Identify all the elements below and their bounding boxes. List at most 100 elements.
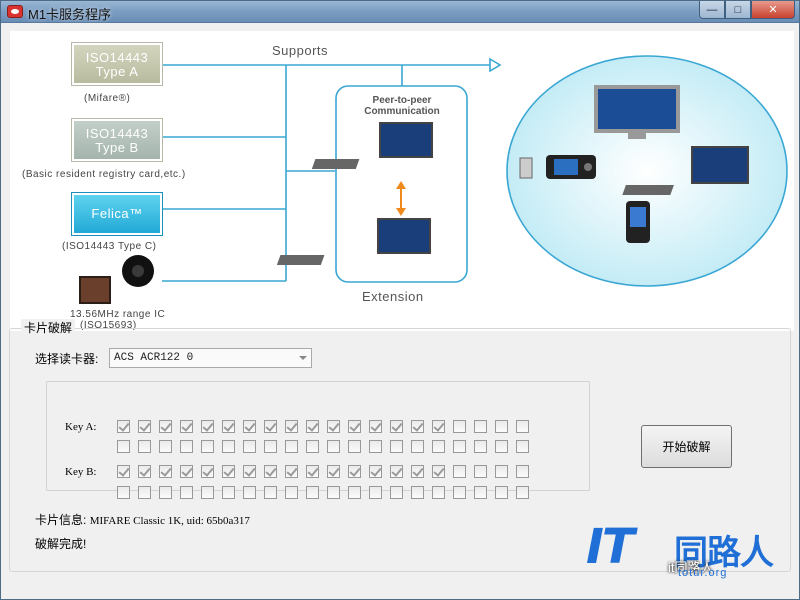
sector-checkbox[interactable] (222, 420, 235, 433)
key-a-row-1 (117, 420, 537, 433)
sector-checkbox[interactable] (369, 465, 382, 478)
sector-checkbox[interactable] (243, 420, 256, 433)
sector-checkbox[interactable] (453, 486, 466, 499)
sector-checkbox[interactable] (201, 486, 214, 499)
sector-checkbox[interactable] (117, 486, 130, 499)
sector-checkbox[interactable] (474, 440, 487, 453)
card-crack-group-title: 卡片破解 (21, 319, 76, 336)
sector-checkbox[interactable] (138, 440, 151, 453)
sector-checkbox[interactable] (432, 440, 445, 453)
sector-checkbox[interactable] (411, 486, 424, 499)
sector-checkbox[interactable] (453, 440, 466, 453)
chip-label-line2: Type B (95, 140, 139, 155)
sector-checkbox[interactable] (453, 420, 466, 433)
sector-checkbox[interactable] (180, 465, 193, 478)
sector-checkbox[interactable] (180, 486, 193, 499)
sector-checkbox[interactable] (516, 465, 529, 478)
reader-select-dropdown[interactable]: ACS ACR122 0 (109, 348, 312, 368)
sector-checkbox[interactable] (285, 486, 298, 499)
minimize-button[interactable]: — (699, 1, 725, 19)
sector-checkbox[interactable] (516, 486, 529, 499)
sector-checkbox[interactable] (327, 486, 340, 499)
start-crack-button[interactable]: 开始破解 (641, 425, 732, 468)
sector-checkbox[interactable] (159, 465, 172, 478)
sector-checkbox[interactable] (138, 420, 151, 433)
sector-checkbox[interactable] (453, 465, 466, 478)
sector-checkbox[interactable] (348, 420, 361, 433)
sector-checkbox[interactable] (369, 486, 382, 499)
sector-checkbox[interactable] (306, 465, 319, 478)
sector-checkbox[interactable] (243, 440, 256, 453)
sector-checkbox[interactable] (201, 440, 214, 453)
sector-checkbox[interactable] (306, 486, 319, 499)
sector-checkbox[interactable] (495, 465, 508, 478)
sector-checkbox[interactable] (243, 465, 256, 478)
sector-checkbox[interactable] (411, 440, 424, 453)
sector-checkbox[interactable] (285, 420, 298, 433)
sector-checkbox[interactable] (201, 420, 214, 433)
sector-checkbox[interactable] (117, 420, 130, 433)
sector-checkbox[interactable] (516, 440, 529, 453)
sector-checkbox[interactable] (348, 465, 361, 478)
sector-checkbox[interactable] (222, 465, 235, 478)
chip-iso14443-type-a: ISO14443 Type A (71, 42, 163, 86)
title-bar[interactable]: M1卡服务程序 — □ ✕ (1, 1, 799, 23)
sector-checkbox[interactable] (117, 440, 130, 453)
sector-checkbox[interactable] (390, 420, 403, 433)
sector-checkbox[interactable] (348, 440, 361, 453)
sector-checkbox[interactable] (516, 420, 529, 433)
sector-checkbox[interactable] (327, 440, 340, 453)
sector-checkbox[interactable] (222, 440, 235, 453)
sector-checkbox[interactable] (138, 465, 151, 478)
chip-label-line1: ISO14443 (85, 50, 149, 65)
sector-checkbox[interactable] (285, 465, 298, 478)
sector-checkbox[interactable] (495, 486, 508, 499)
sector-checkbox[interactable] (243, 486, 256, 499)
sector-checkbox[interactable] (306, 440, 319, 453)
sector-checkbox[interactable] (306, 420, 319, 433)
sector-checkbox[interactable] (411, 465, 424, 478)
reader-selected-value: ACS ACR122 0 (114, 352, 194, 364)
watermark-logo: IT 同路人 it同路人 totur.org (586, 519, 800, 600)
sector-checkbox[interactable] (474, 486, 487, 499)
sector-checkbox[interactable] (432, 486, 445, 499)
sector-checkbox[interactable] (432, 420, 445, 433)
sector-checkbox[interactable] (495, 420, 508, 433)
sector-checkbox[interactable] (180, 420, 193, 433)
sector-checkbox[interactable] (327, 420, 340, 433)
sector-checkbox[interactable] (264, 440, 277, 453)
sector-checkbox[interactable] (411, 420, 424, 433)
watermark-it: IT (586, 519, 635, 575)
chip-label-line1: Felica™ (91, 206, 143, 221)
sector-checkbox[interactable] (348, 486, 361, 499)
sector-checkbox[interactable] (138, 486, 151, 499)
chip-caption-basic-resident: (Basic resident registry card,etc.) (22, 169, 186, 180)
sector-checkbox[interactable] (117, 465, 130, 478)
sector-checkbox[interactable] (495, 440, 508, 453)
maximize-button[interactable]: □ (725, 1, 751, 19)
sector-checkbox[interactable] (285, 440, 298, 453)
sector-checkbox[interactable] (159, 440, 172, 453)
close-button[interactable]: ✕ (751, 1, 795, 19)
sector-checkbox[interactable] (264, 465, 277, 478)
sector-checkbox[interactable] (369, 440, 382, 453)
sector-checkbox[interactable] (264, 420, 277, 433)
sector-checkbox[interactable] (390, 440, 403, 453)
sector-checkbox[interactable] (222, 486, 235, 499)
sector-checkbox[interactable] (159, 486, 172, 499)
chevron-down-icon[interactable] (299, 356, 307, 360)
key-a-row-2 (117, 440, 537, 453)
sector-checkbox[interactable] (369, 420, 382, 433)
sector-checkbox[interactable] (432, 465, 445, 478)
sector-checkbox[interactable] (390, 465, 403, 478)
sector-checkbox[interactable] (180, 440, 193, 453)
sector-checkbox[interactable] (327, 465, 340, 478)
sector-checkbox[interactable] (201, 465, 214, 478)
p2p-line1: Peer-to-peer (372, 95, 432, 106)
sector-checkbox[interactable] (264, 486, 277, 499)
sector-checkbox[interactable] (474, 465, 487, 478)
sector-checkbox[interactable] (159, 420, 172, 433)
sector-checkbox[interactable] (390, 486, 403, 499)
sector-checkbox[interactable] (474, 420, 487, 433)
